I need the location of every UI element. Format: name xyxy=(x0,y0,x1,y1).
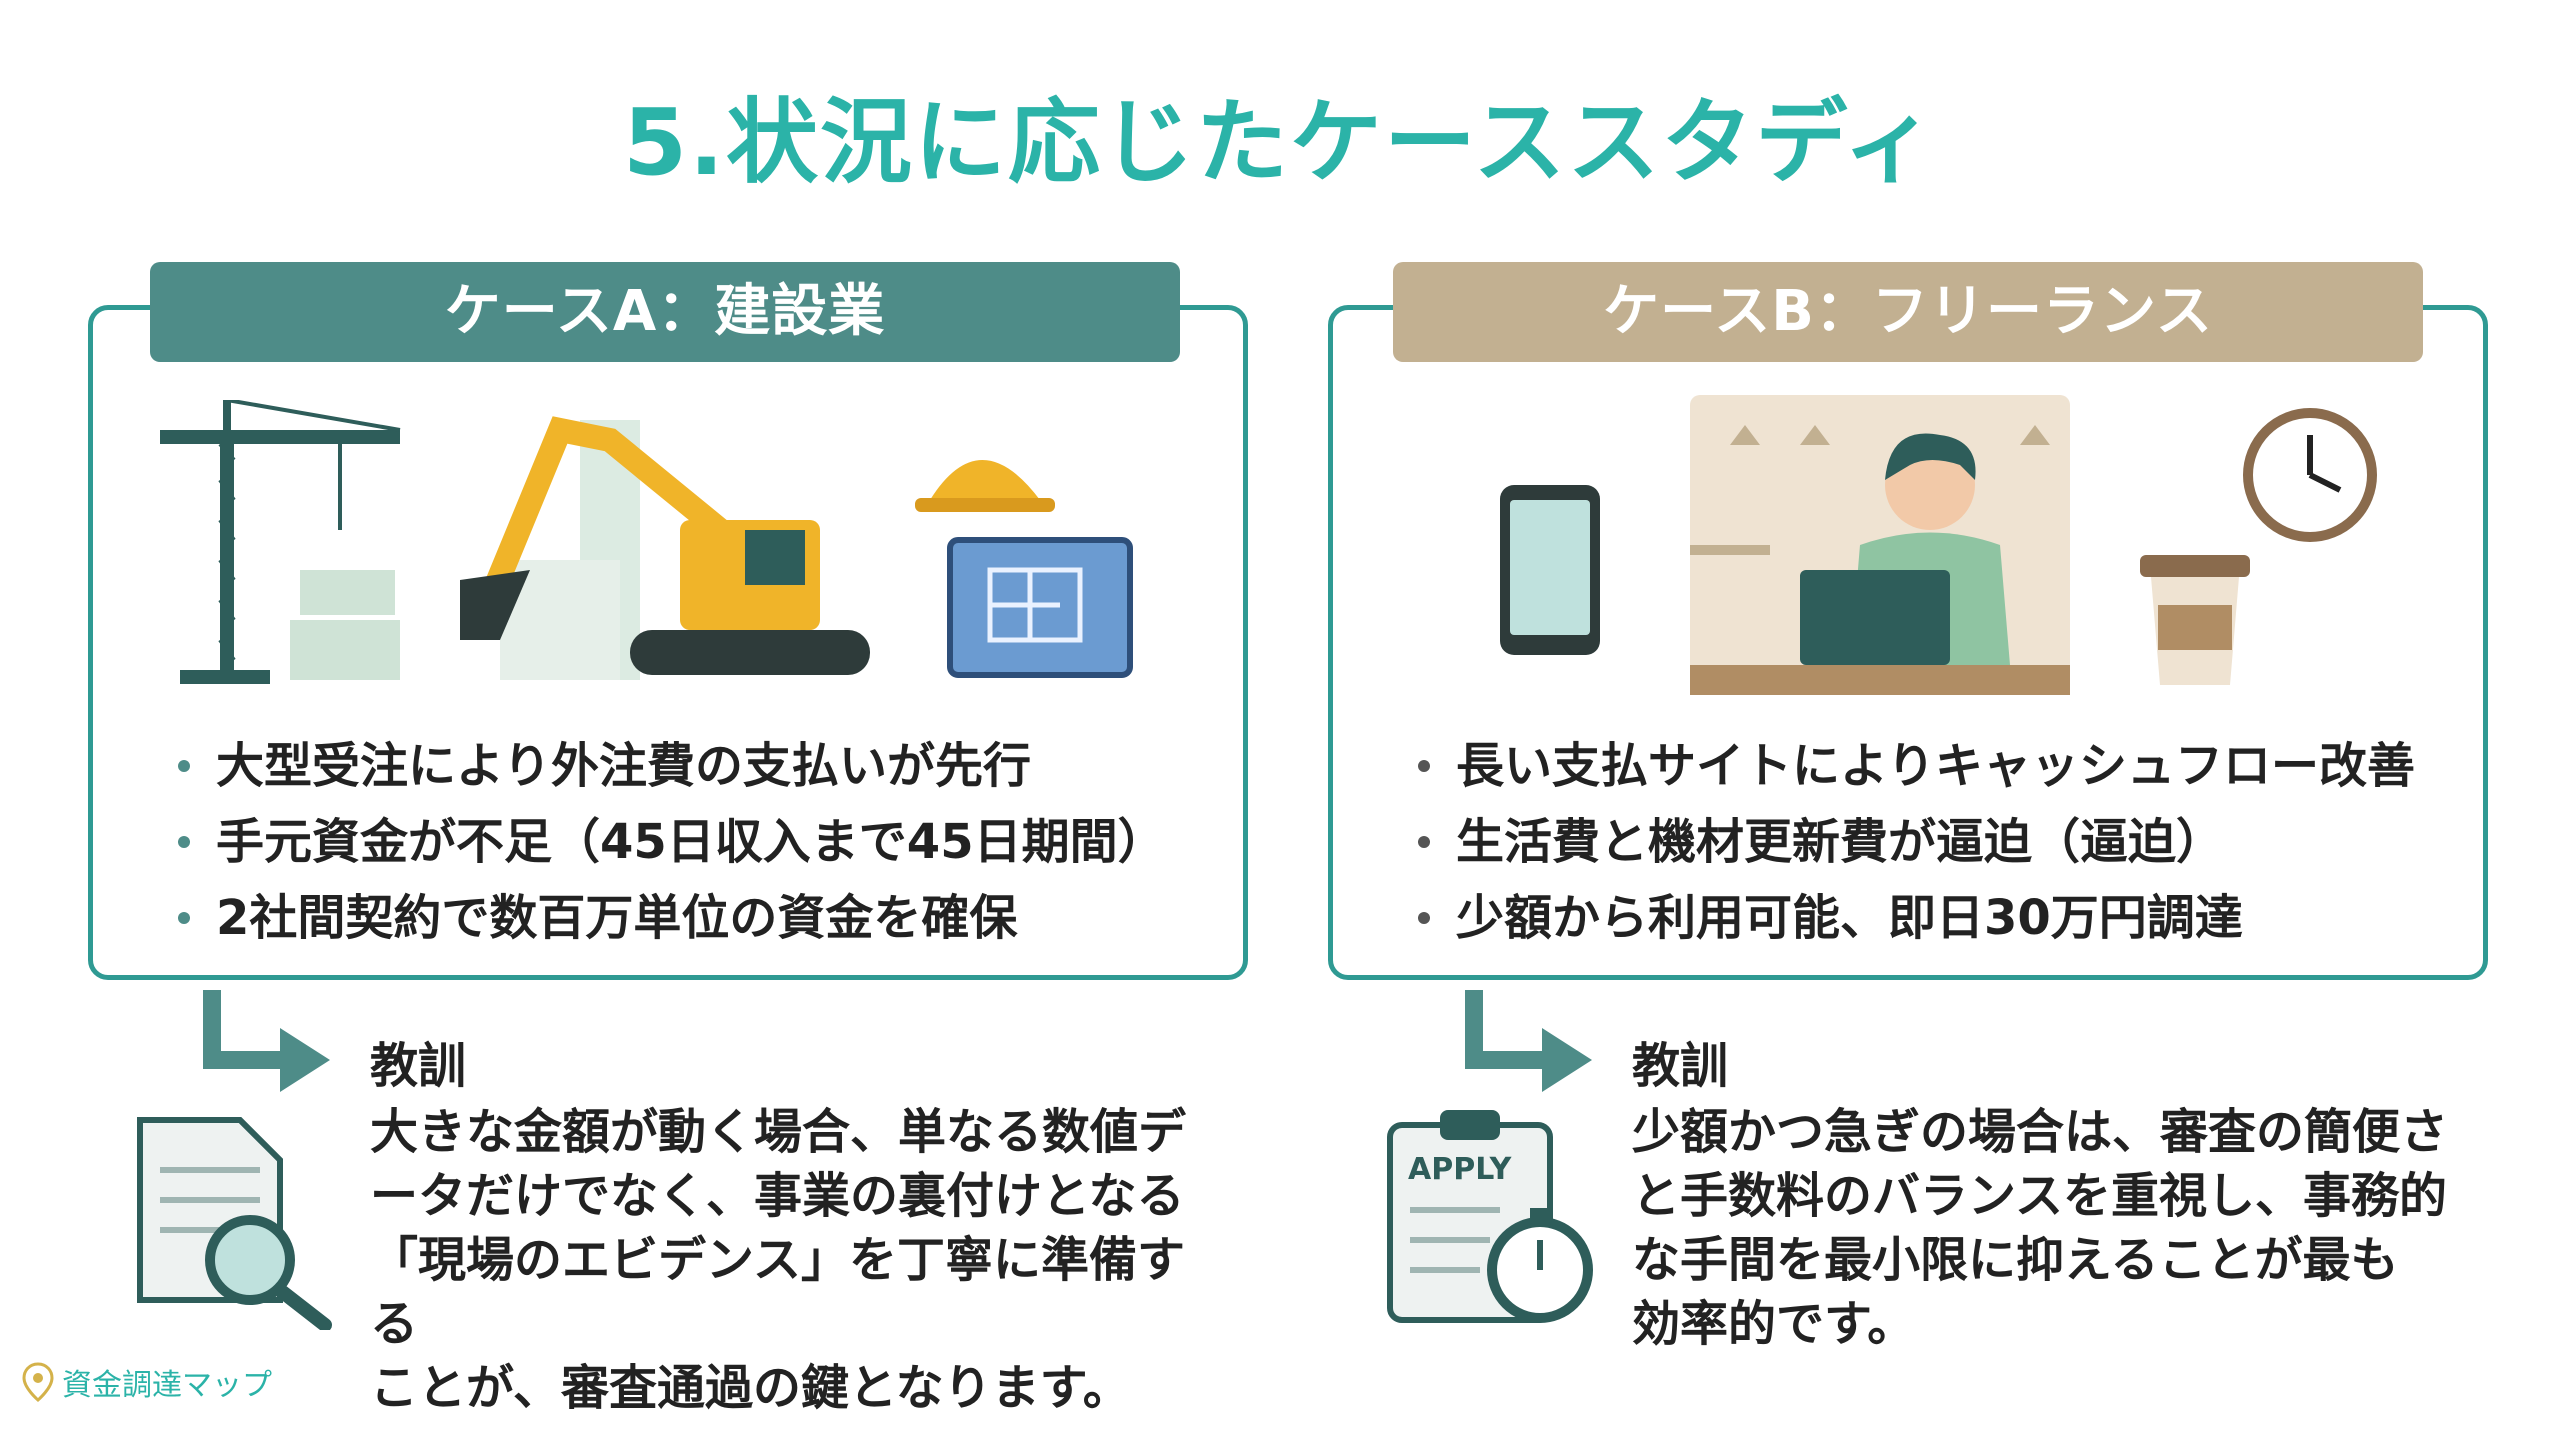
freelance-illustration xyxy=(1500,395,2377,695)
case-b-lesson-text: 少額かつ急ぎの場合は、審査の簡便さ と手数料のバランスを重視し、事務的 な手間を… xyxy=(1632,1104,2449,1352)
case-a-bullets: 大型受注により外注費の支払いが先行 手元資金が不足（45日収入まで45日期間） … xyxy=(172,728,1166,956)
excavator-icon xyxy=(460,416,870,680)
list-item: 少額から利用可能、即日30万円調達 xyxy=(1412,880,2415,956)
apply-clipboard-icon: APPLY xyxy=(1380,1100,1610,1330)
page-title: 5.状況に応じたケーススタディ xyxy=(623,89,1937,196)
apply-label: APPLY xyxy=(1408,1152,1512,1187)
smartphone-icon xyxy=(1500,485,1600,655)
list-item: 長い支払サイトによりキャッシュフロー改善 xyxy=(1412,728,2415,804)
arrow-right-icon xyxy=(1465,990,1592,1092)
list-item: 大型受注により外注費の支払いが先行 xyxy=(172,728,1166,804)
case-b-lesson-heading: 教訓 xyxy=(1632,1038,1729,1094)
case-b-bullets: 長い支払サイトによりキャッシュフロー改善 生活費と機材更新費が逼迫（逼迫） 少額… xyxy=(1412,728,2415,956)
list-item: 2社間契約で数百万単位の資金を確保 xyxy=(172,880,1166,956)
brand-logo: 資金調達マップ xyxy=(22,1360,272,1404)
case-a-tab: ケースA：建設業 xyxy=(150,262,1180,362)
list-item: 手元資金が不足（45日収入まで45日期間） xyxy=(172,804,1166,880)
map-pin-icon xyxy=(22,1362,54,1402)
case-b-tab: ケースB：フリーランス xyxy=(1393,262,2423,362)
clock-icon xyxy=(2243,408,2377,542)
arrow-right-icon xyxy=(203,990,330,1092)
freelancer-laptop-icon xyxy=(1690,395,2070,695)
document-search-icon xyxy=(137,1117,332,1330)
case-a-lesson-text: 大きな金額が動く場合、単なる数値デ ータだけでなく、事業の裏付けとなる 「現場の… xyxy=(370,1104,1187,1416)
brand-name: 資金調達マップ xyxy=(62,1368,272,1403)
blueprint-icon xyxy=(947,537,1133,678)
construction-illustration xyxy=(160,400,1133,684)
list-item: 生活費と機材更新費が逼迫（逼迫） xyxy=(1412,804,2415,880)
coffee-cup-icon xyxy=(2140,555,2250,685)
case-a-lesson-heading: 教訓 xyxy=(370,1038,467,1094)
hard-hat-icon xyxy=(915,460,1055,512)
crane-icon xyxy=(160,400,401,684)
